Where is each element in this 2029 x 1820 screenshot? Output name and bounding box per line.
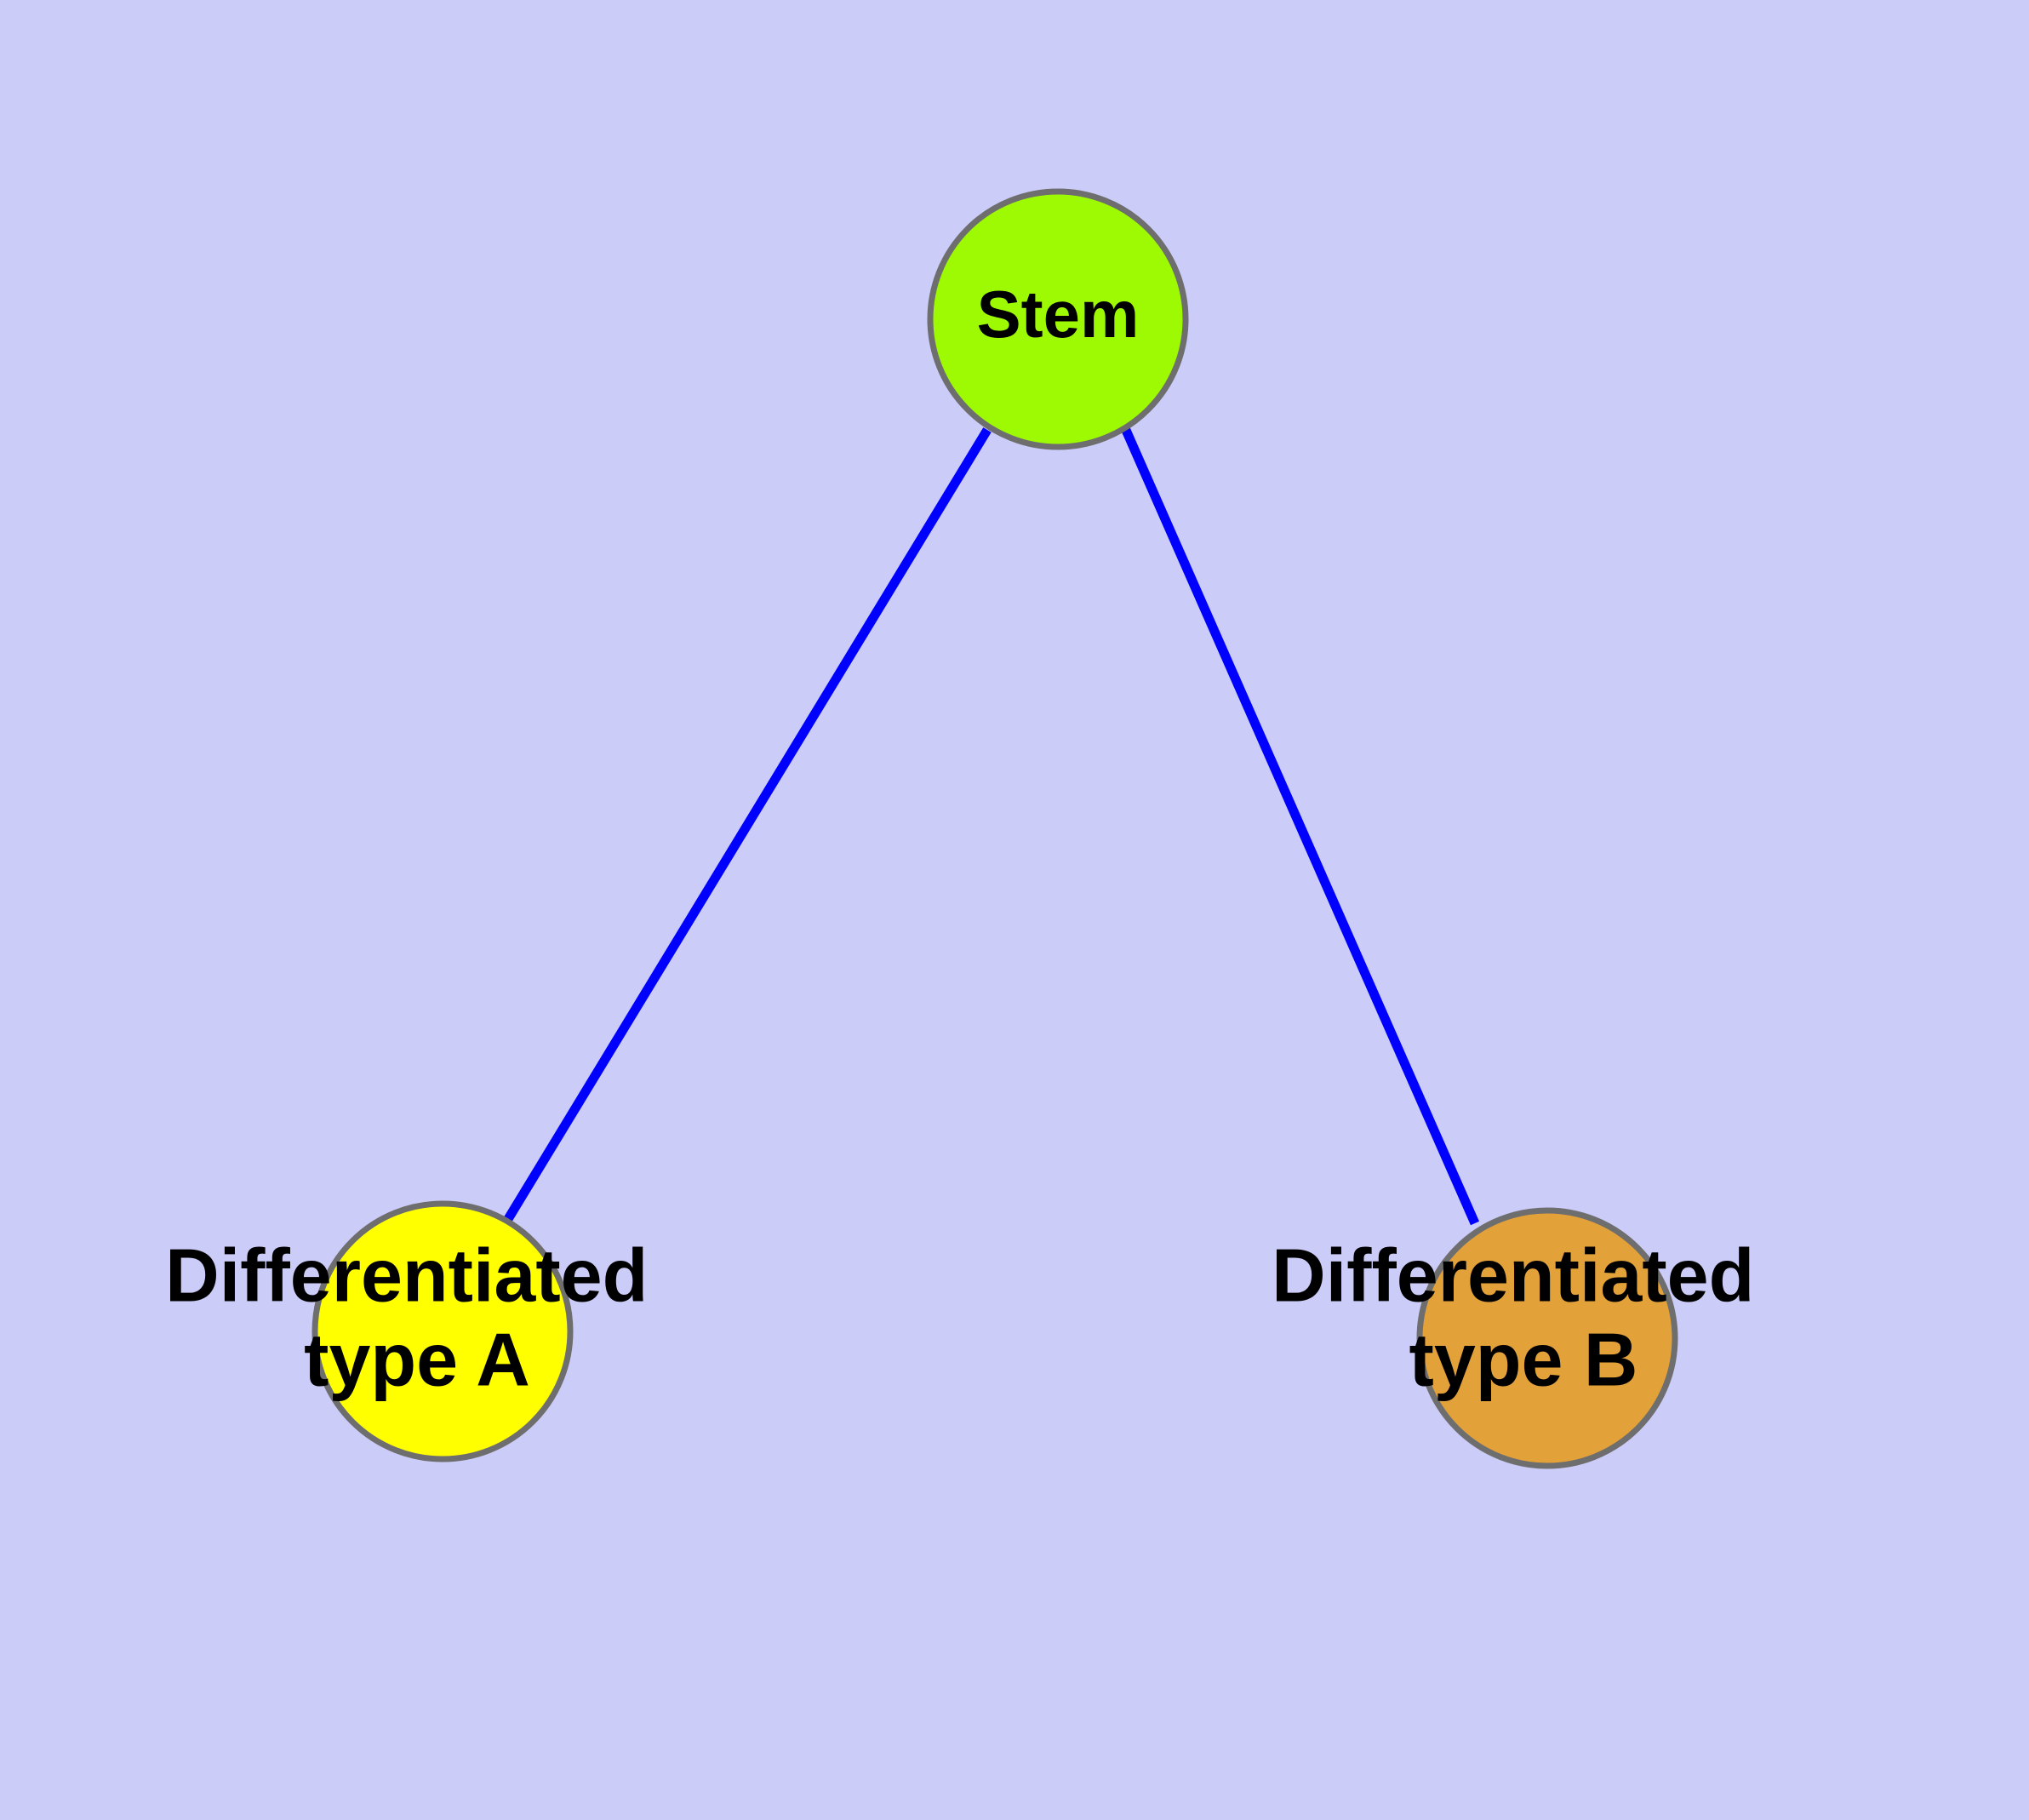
node-stem-circle[interactable] (927, 188, 1189, 450)
nodes-layer (311, 188, 1678, 1469)
node-diff-b-label: Differentiated type B (1272, 1233, 1775, 1402)
node-diff-b-label-line-2: type B (1409, 1318, 1638, 1402)
node-diff-a-label-line-2: type A (304, 1318, 530, 1402)
edges-layer (504, 426, 1480, 1226)
node-diff-a-circle[interactable] (311, 1200, 574, 1462)
node-stem[interactable] (927, 188, 1189, 450)
edge-stem-to-diff-b[interactable] (1120, 426, 1480, 1226)
node-diff-a[interactable] (311, 1200, 574, 1462)
node-diff-b-label-line-1: Differentiated (1272, 1233, 1754, 1318)
edge-stem-to-diff-a[interactable] (504, 427, 992, 1222)
node-diff-b-circle[interactable] (1416, 1207, 1678, 1469)
node-stem-label-line-1: Stem (977, 277, 1140, 352)
node-diff-a-label: Differentiated type A (165, 1233, 669, 1402)
node-diff-b[interactable] (1416, 1207, 1678, 1469)
node-stem-label: Stem (977, 277, 1140, 352)
node-diff-a-label-line-1: Differentiated (165, 1233, 648, 1318)
labels-layer: Stem Differentiated type A Differentiate… (165, 277, 1775, 1402)
